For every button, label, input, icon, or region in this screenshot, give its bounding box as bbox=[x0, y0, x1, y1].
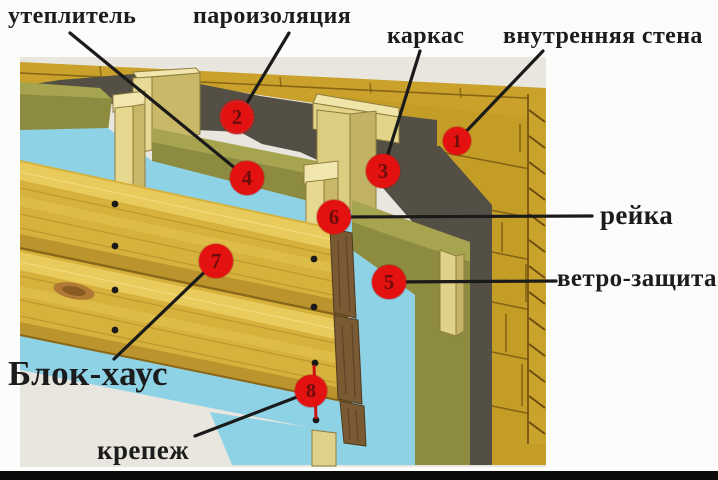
lath-batten-middle-lower bbox=[311, 429, 337, 467]
label-lath: рейка bbox=[600, 200, 674, 230]
inner-wall-front-face bbox=[340, 96, 546, 465]
vapor-barrier-layer-right bbox=[376, 146, 492, 465]
log-groove-1 bbox=[20, 246, 349, 319]
marker-7-block-house: 7 bbox=[199, 244, 233, 278]
insulation-slab-left bbox=[20, 82, 112, 139]
label-inner-wall: внутренняя стена bbox=[503, 23, 703, 49]
label-vapor-barrier: пароизоляция bbox=[193, 3, 352, 29]
leader-frame bbox=[381, 49, 422, 172]
marker-3-frame: 3 bbox=[366, 154, 400, 188]
marker-6-lath: 6 bbox=[317, 200, 351, 234]
marker-8-fastener: 8 bbox=[295, 375, 327, 407]
leader-inner-wall bbox=[456, 49, 545, 142]
marker-4-insulation: 4 bbox=[230, 161, 264, 195]
wind-barrier-film-lower bbox=[20, 334, 352, 436]
label-wind-barrier: ветро-защита bbox=[557, 265, 717, 292]
bottom-black-bar bbox=[0, 471, 718, 480]
label-insulation: утеплитель bbox=[8, 3, 137, 29]
log-end-caps bbox=[329, 227, 367, 447]
label-fastener: крепеж bbox=[97, 435, 190, 465]
leader-wind-barrier bbox=[389, 279, 558, 284]
blockhouse-log-1 bbox=[20, 160, 348, 318]
leader-lines bbox=[68, 31, 594, 438]
leader-block-house bbox=[112, 260, 217, 361]
leader-lath bbox=[335, 214, 594, 219]
inner-wall-cut-edge-hatch bbox=[527, 94, 546, 444]
label-block-house: Блок-хаус bbox=[8, 354, 168, 393]
lath-batten-right bbox=[439, 249, 465, 337]
label-frame: каркас bbox=[387, 23, 465, 49]
leader-fastener bbox=[193, 390, 312, 438]
marker-2-vapor-barrier: 2 bbox=[220, 100, 254, 134]
wind-barrier-film-right bbox=[352, 250, 415, 465]
fastener-dots bbox=[111, 200, 320, 424]
marker-1-inner-wall: 1 bbox=[443, 127, 471, 155]
leader-insulation bbox=[68, 31, 249, 180]
marker-5-wind-barrier: 5 bbox=[372, 265, 406, 299]
